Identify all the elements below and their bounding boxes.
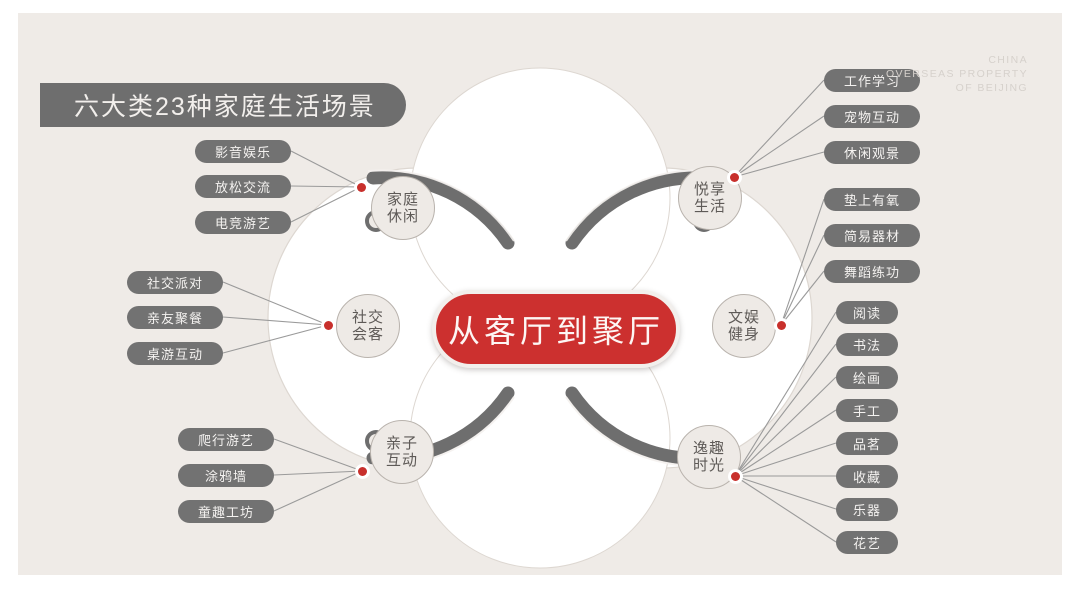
slide-panel: 从客厅到聚厅 家庭 休闲 社交 会客 亲子 互动 悦享 生活 文娱 健身 逸趣 … <box>18 13 1062 575</box>
item-pill[interactable]: 垫上有氧 <box>824 188 920 211</box>
item-pill[interactable]: 电竞游艺 <box>195 211 291 234</box>
item-pill[interactable]: 宠物互动 <box>824 105 920 128</box>
category-label-line1: 文娱 <box>727 309 760 326</box>
hub-dot-parent-child <box>355 464 370 479</box>
brand-line-3: OF BEIJING <box>955 82 1028 94</box>
hub-dot-social-reception <box>321 318 336 333</box>
category-culture-fitness[interactable]: 文娱 健身 <box>712 294 776 358</box>
hub-dot-joyful-living <box>727 170 742 185</box>
item-pill[interactable]: 亲友聚餐 <box>127 306 223 329</box>
item-pill[interactable]: 社交派对 <box>127 271 223 294</box>
item-pill[interactable]: 绘画 <box>836 366 898 389</box>
category-label-line1: 亲子 <box>385 435 418 452</box>
brand-mark: CHINA OVERSEAS PROPERTY OF BEIJING <box>886 53 1028 95</box>
item-pill[interactable]: 影音娱乐 <box>195 140 291 163</box>
page-title: 六大类23种家庭生活场景 <box>74 93 376 121</box>
hub-dot-leisure-time <box>728 469 743 484</box>
category-parent-child[interactable]: 亲子 互动 <box>370 420 434 484</box>
category-label-line2: 生活 <box>693 198 726 215</box>
item-pill[interactable]: 简易器材 <box>824 224 920 247</box>
item-pill[interactable]: 品茗 <box>836 432 898 455</box>
item-pill[interactable]: 童趣工坊 <box>178 500 274 523</box>
item-pill[interactable]: 书法 <box>836 333 898 356</box>
item-pill[interactable]: 工作学习 <box>824 69 920 92</box>
item-pill[interactable]: 收藏 <box>836 465 898 488</box>
item-pill[interactable]: 乐器 <box>836 498 898 521</box>
category-label-line2: 互动 <box>385 452 418 469</box>
category-joyful-living[interactable]: 悦享 生活 <box>678 166 742 230</box>
brand-line-2: OVERSEAS PROPERTY <box>885 68 1028 80</box>
item-pill[interactable]: 舞蹈练功 <box>824 260 920 283</box>
hub-dot-family-leisure <box>354 180 369 195</box>
category-social-reception[interactable]: 社交 会客 <box>336 294 400 358</box>
category-label-line1: 悦享 <box>693 181 726 198</box>
item-pill[interactable]: 花艺 <box>836 531 898 554</box>
category-label-line1: 社交 <box>351 309 384 326</box>
item-pill[interactable]: 爬行游艺 <box>178 428 274 451</box>
category-label-line1: 逸趣 <box>692 440 725 457</box>
title-banner: 六大类23种家庭生活场景 <box>40 83 406 127</box>
item-pill[interactable]: 休闲观景 <box>824 141 920 164</box>
item-pill[interactable]: 放松交流 <box>195 175 291 198</box>
center-capsule-label: 从客厅到聚厅 <box>447 313 664 349</box>
category-label-line2: 时光 <box>692 457 725 474</box>
category-label-line2: 健身 <box>727 326 760 343</box>
item-pill[interactable]: 手工 <box>836 399 898 422</box>
item-pill[interactable]: 桌游互动 <box>127 342 223 365</box>
hub-dot-culture-fitness <box>774 318 789 333</box>
center-capsule[interactable]: 从客厅到聚厅 <box>432 290 680 368</box>
connector-lines <box>222 79 837 543</box>
brand-line-1: CHINA <box>988 54 1028 66</box>
item-pill[interactable]: 阅读 <box>836 301 898 324</box>
item-pill[interactable]: 涂鸦墙 <box>178 464 274 487</box>
category-label-line2: 会客 <box>351 326 384 343</box>
category-label-line1: 家庭 <box>386 191 419 208</box>
category-label-line2: 休闲 <box>386 208 419 225</box>
category-family-leisure[interactable]: 家庭 休闲 <box>371 176 435 240</box>
